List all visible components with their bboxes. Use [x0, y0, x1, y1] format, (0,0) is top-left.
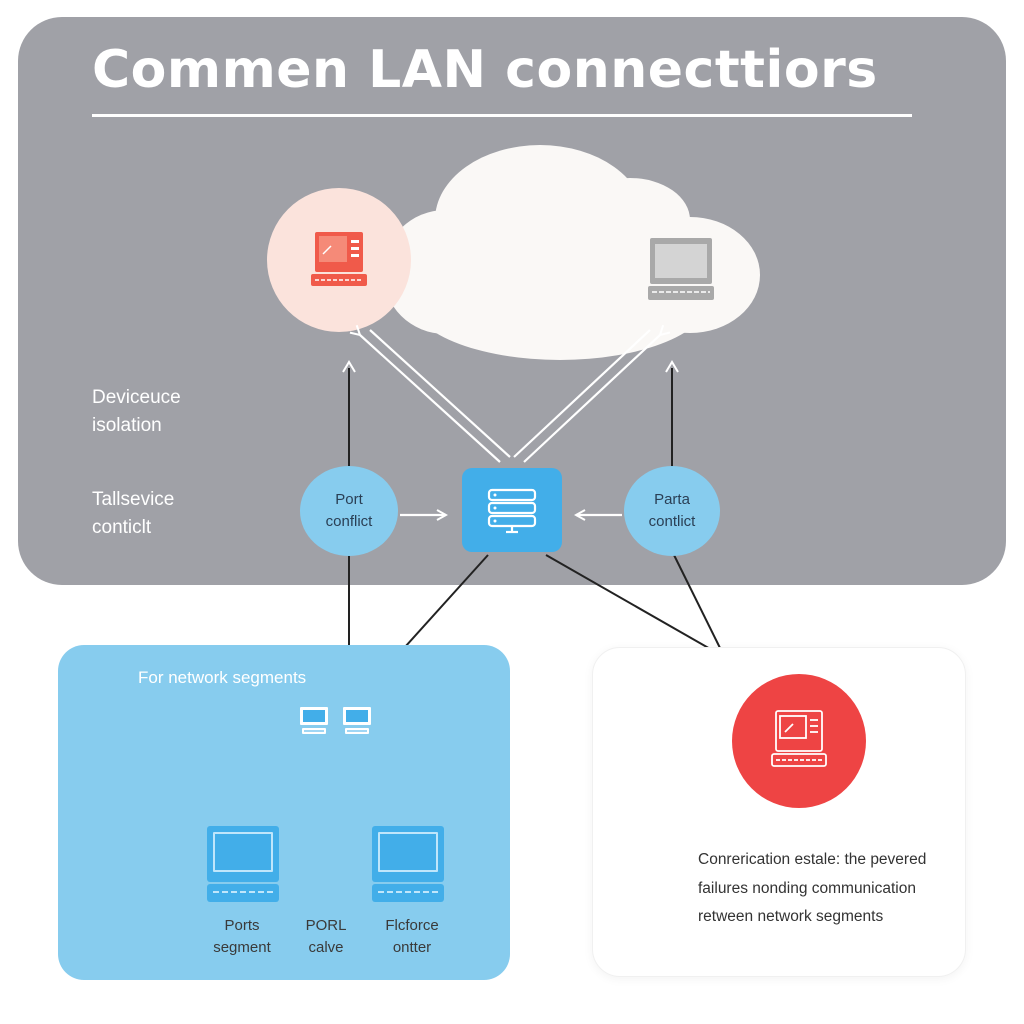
port-conflict-right-line-1: Parta: [654, 491, 690, 508]
ports-segment-line-2: segment: [213, 939, 271, 956]
desktop-computer-icon: [372, 826, 444, 902]
small-monitor-icon: [300, 707, 328, 734]
diagram-title: Commen LAN connecttiors: [92, 40, 878, 100]
red-laptop-outline-icon: [771, 710, 827, 767]
title-divider: [92, 114, 912, 117]
device-isolation-line-2: isolation: [92, 415, 162, 436]
port-conflict-right-line-2: contlict: [648, 513, 696, 530]
failed-device-node: [732, 674, 866, 808]
service-conflict-line-2: conticlt: [92, 517, 152, 538]
porl-calve-line-1: PORL: [305, 917, 347, 934]
flcforce-ontter-line-1: Flcforce: [385, 917, 439, 934]
ports-segment-line-1: Ports: [224, 917, 260, 934]
red-laptop-icon: [311, 232, 367, 286]
network-segments-panel: [58, 645, 510, 980]
porl-calve-label: PORL calve: [286, 915, 366, 959]
service-conflict-label: Tallsevice conticlt: [92, 486, 174, 542]
service-conflict-line-1: Tallsevice: [92, 489, 175, 510]
porl-calve-line-2: calve: [308, 939, 344, 956]
desktop-computer-icon: [207, 826, 279, 902]
port-conflict-left-node: Port conflict: [300, 466, 398, 556]
device-isolation-label: Deviceuce isolation: [92, 384, 181, 440]
port-conflict-left-line-2: conflict: [325, 513, 373, 530]
flcforce-ontter-line-2: ontter: [392, 939, 432, 956]
server-icon: [487, 488, 537, 534]
flcforce-ontter-label: Flcforce ontter: [362, 915, 462, 959]
network-switch-node: [462, 468, 562, 552]
port-conflict-right-node: Parta contlict: [624, 466, 720, 556]
device-isolation-line-1: Deviceuce: [92, 387, 181, 408]
isolated-device-node: [267, 188, 411, 332]
port-conflict-left-line-1: Port: [335, 491, 363, 508]
ports-segment-label: Ports segment: [192, 915, 292, 959]
failure-description: Conrerication estale: the pevered failur…: [698, 851, 927, 925]
gray-laptop-icon: [648, 238, 714, 300]
small-monitor-icon: [343, 707, 371, 734]
segments-heading: For network segments: [138, 668, 307, 687]
